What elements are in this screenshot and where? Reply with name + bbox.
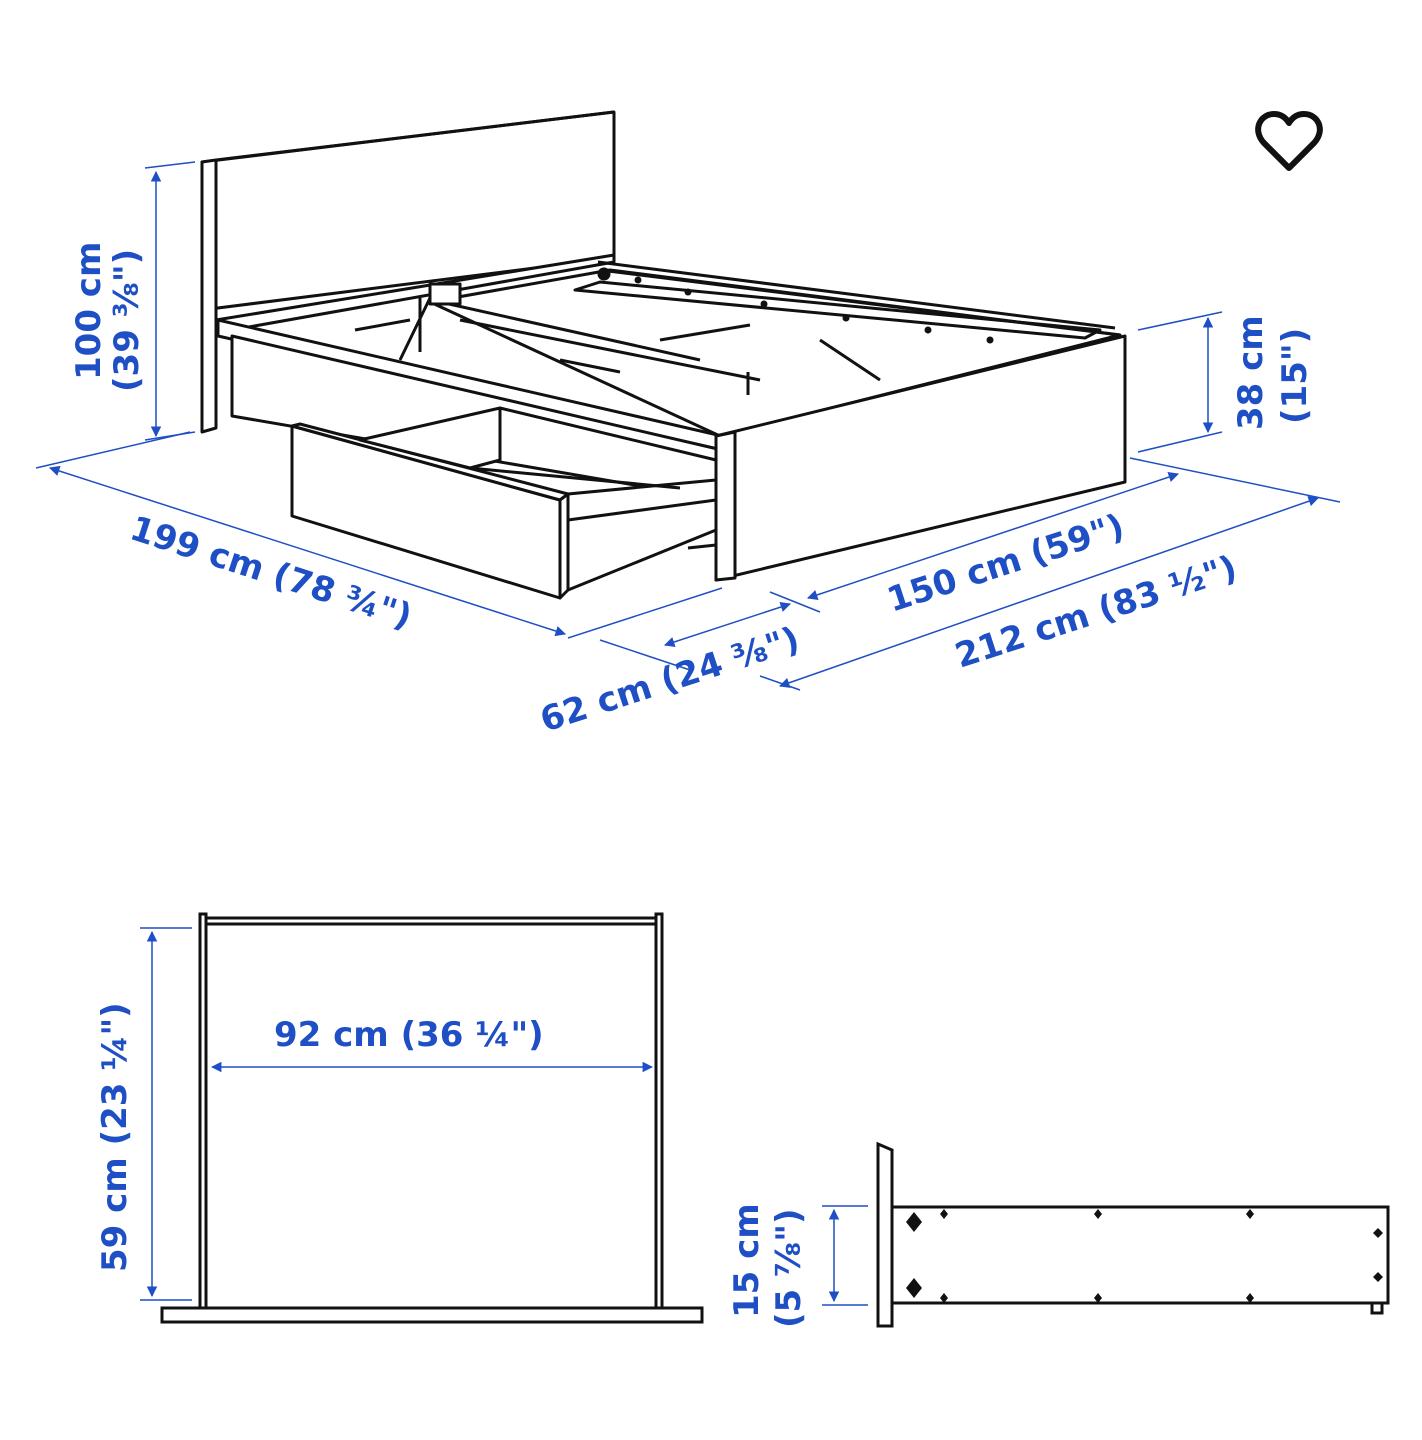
bed-height-label: 38 cm [1231, 315, 1271, 430]
drawer-side-dimension-lines [822, 1205, 868, 1306]
bed-dimension-lines [35, 161, 1341, 691]
drawer-width-label: 92 cm (36 ¼") [274, 1015, 544, 1055]
favorite-button[interactable] [1254, 108, 1324, 174]
heart-outline-icon [1255, 111, 1323, 171]
drawer-top-dimension-lines [140, 927, 654, 1301]
drawer-top-view [160, 912, 704, 1324]
drawer-height-label: 15 cm [727, 1203, 767, 1318]
headboard-height-label: 100 cm [69, 242, 109, 380]
drawer-depth-label: 62 cm (24 ⅜") [535, 619, 804, 740]
bed-drawing [200, 110, 1127, 600]
bed-height-inch-label: (15") [1275, 328, 1315, 424]
drawer-side-view [876, 1141, 1390, 1328]
drawer-depth-label-top: 59 cm (23 ¼") [95, 1002, 135, 1272]
drawer-height-inch-label: (5 ⅞") [769, 1209, 809, 1328]
headboard-height-inch-label: (39 ⅜") [107, 249, 147, 392]
drawer-side-rivets [906, 1209, 1383, 1303]
